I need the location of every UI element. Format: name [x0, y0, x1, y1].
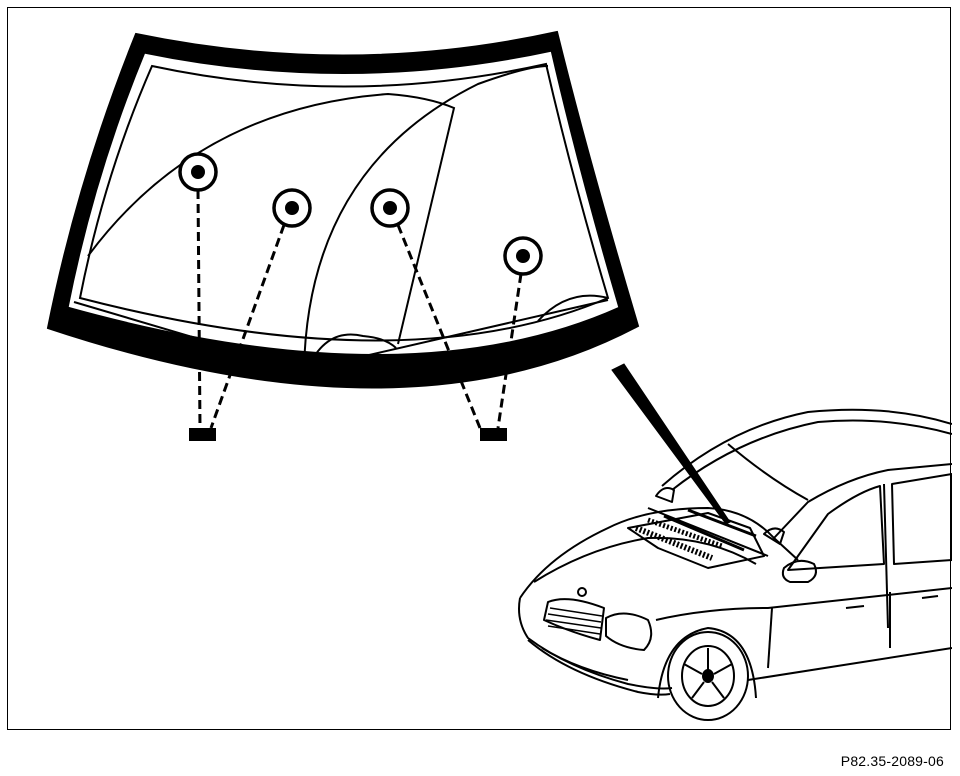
- wiper-blade-line: [73, 299, 609, 372]
- hose-connector-icon: [480, 428, 507, 441]
- windshield-glass: [65, 48, 622, 357]
- car-wheel-arch: [657, 627, 757, 699]
- car-headlamp: [605, 612, 653, 651]
- car-left-mirror: [655, 487, 675, 503]
- detail-pointer-arrow: [611, 363, 731, 525]
- car-rear-side-window: [891, 473, 952, 565]
- figure-reference-code: P82.35-2089-06: [840, 753, 944, 769]
- car-bumper: [527, 639, 671, 696]
- washer-nozzle-icon: [370, 188, 410, 228]
- car-hood-crease: [533, 536, 757, 583]
- car-hood: [519, 507, 799, 599]
- left-wiper-sweep: [87, 92, 456, 345]
- car-windscreen-pillar: [727, 443, 809, 501]
- car-illustration: [518, 408, 952, 721]
- wiper-arm: [663, 514, 745, 552]
- car-side-body: [655, 587, 952, 621]
- car-right-cowl-mirror: [763, 527, 785, 545]
- car-lower-intake: [541, 647, 629, 681]
- cowl-vent: [634, 525, 714, 561]
- car-door-handle: [845, 605, 865, 609]
- car-front-side-window: [787, 485, 885, 571]
- car-b-pillar: [883, 483, 889, 629]
- car-grille: [543, 598, 605, 641]
- car-door-line: [767, 607, 773, 669]
- hose-connector-icon: [189, 428, 216, 441]
- car-windscreen-bottom: [647, 507, 769, 557]
- car-roof: [661, 408, 952, 487]
- washer-nozzle-icon: [178, 152, 218, 192]
- cowl-vent: [647, 517, 723, 549]
- car-side-mirror: [781, 559, 817, 583]
- car-sill: [747, 647, 952, 681]
- grille-slats: [545, 607, 603, 635]
- washer-feed-lines: [196, 189, 523, 429]
- car-a-pillar: [773, 463, 952, 539]
- cowl-panel: [627, 512, 765, 569]
- right-wiper-sweep: [303, 65, 549, 371]
- star-emblem-icon: [577, 587, 587, 597]
- car-door-handle: [921, 595, 939, 599]
- right-wiper-pivot: [537, 294, 609, 322]
- washer-nozzle-icon: [503, 236, 543, 276]
- windshield: [46, 30, 640, 441]
- car-front-wheel: [667, 631, 749, 721]
- left-wiper-pivot: [309, 333, 397, 365]
- diagram-frame: [7, 7, 952, 730]
- car-roof-inner: [671, 419, 952, 491]
- windshield-washer-diagram: [46, 30, 952, 721]
- wiper-arm: [687, 508, 757, 538]
- washer-nozzle-icon: [272, 188, 312, 228]
